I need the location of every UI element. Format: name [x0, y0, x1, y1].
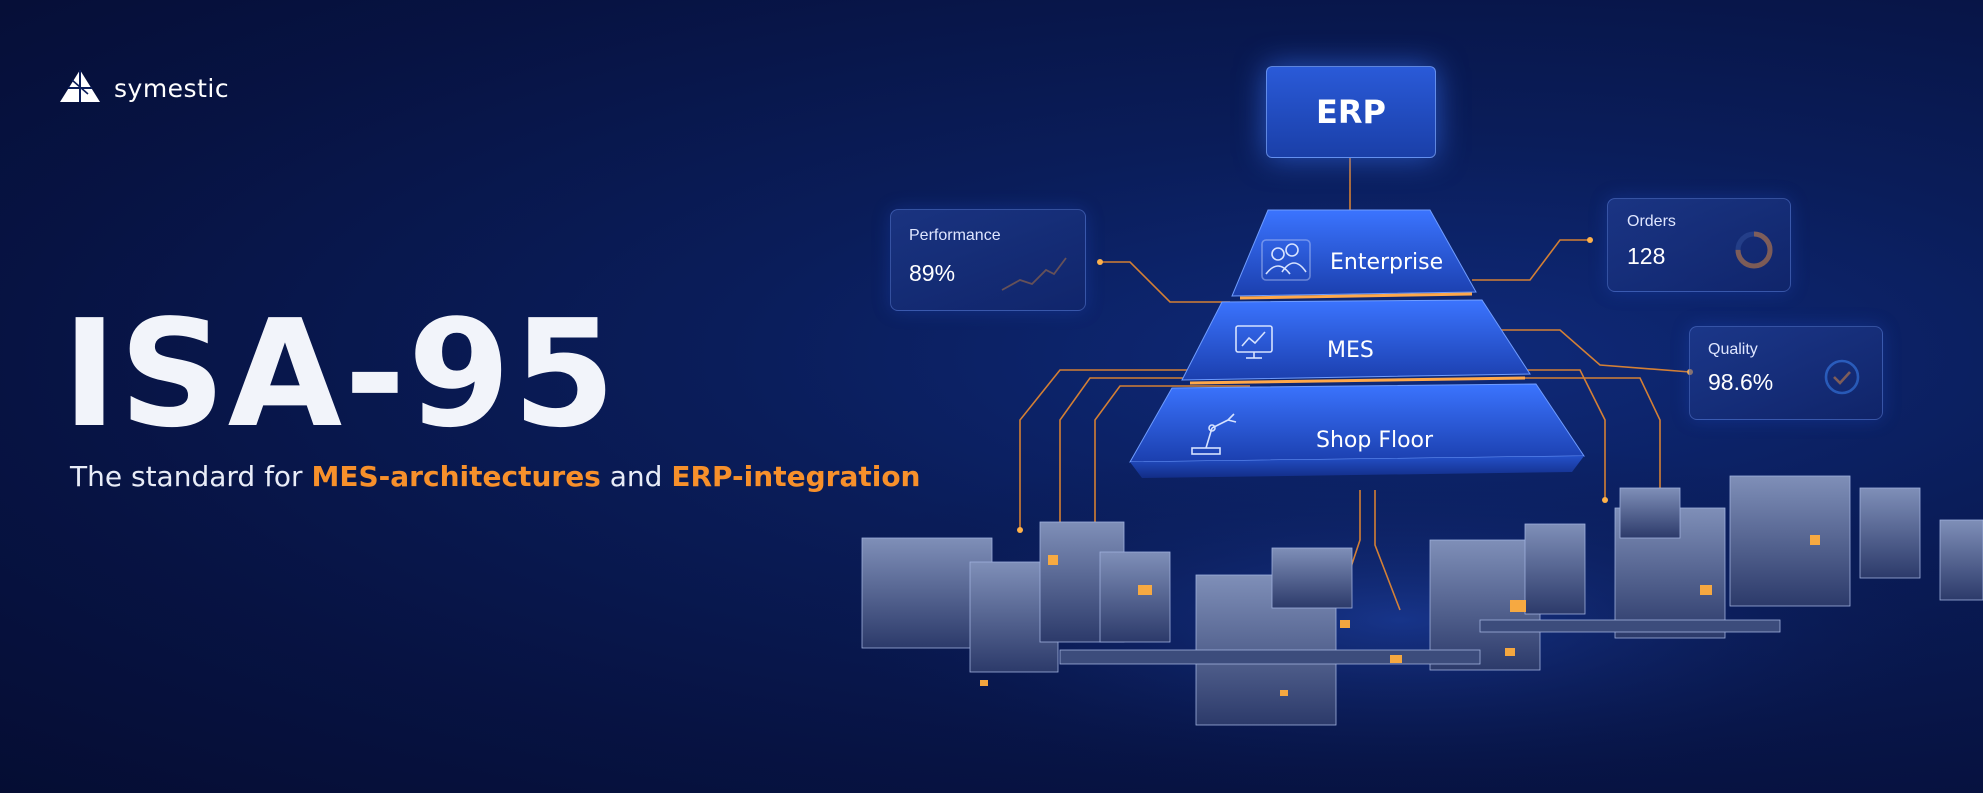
tier-label-mes: MES	[1327, 338, 1374, 363]
symestic-logo-mark	[60, 70, 100, 102]
performance-value: 89%	[909, 260, 956, 286]
machine-lights	[980, 535, 1820, 696]
page-title: ISA-95	[62, 288, 618, 460]
tier-shop-floor	[1129, 383, 1585, 478]
symestic-logo: symestic	[58, 68, 229, 108]
performance-card: Performance 89%	[890, 209, 1086, 311]
isa95-pyramid	[1129, 209, 1585, 478]
quality-card: Quality 98.6%	[1689, 326, 1883, 420]
subtitle-text: and	[600, 460, 672, 493]
connector-lines	[1019, 156, 1691, 611]
subtitle-highlight-erp: ERP-integration	[671, 460, 921, 493]
subtitle-highlight-mes: MES-architectures	[311, 460, 601, 493]
quality-label: Quality	[1708, 341, 1758, 358]
erp-box: ERP	[1266, 66, 1436, 158]
quality-value: 98.6%	[1708, 369, 1774, 395]
people-icon	[1261, 239, 1311, 281]
orders-card: Orders 128	[1607, 198, 1791, 292]
tier-label-enterprise: Enterprise	[1330, 250, 1444, 275]
machines	[861, 475, 1983, 726]
performance-label: Performance	[909, 227, 1001, 244]
robot-arm-icon	[1191, 413, 1237, 455]
orders-value: 128	[1627, 243, 1666, 269]
orders-label: Orders	[1627, 213, 1676, 230]
tier-label-shop-floor: Shop Floor	[1316, 428, 1434, 453]
monitor-chart-icon	[1235, 325, 1273, 359]
tier-enterprise	[1231, 209, 1477, 300]
brand-name: symestic	[114, 73, 230, 103]
tier-mes	[1181, 299, 1531, 385]
page-subtitle: The standard for MES-architectures and E…	[70, 460, 921, 493]
subtitle-text: The standard for	[70, 460, 312, 493]
